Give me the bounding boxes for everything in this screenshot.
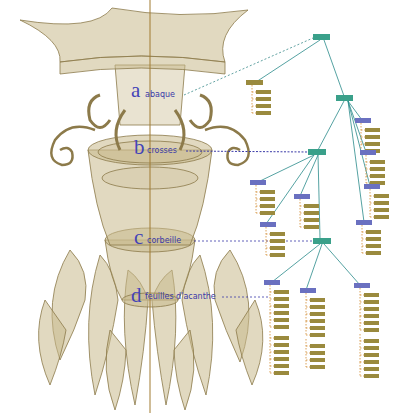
part-name: crosses: [147, 147, 177, 155]
callout-letter: a: [131, 80, 140, 101]
callout-letter: b: [134, 137, 145, 158]
part-name: abaque: [145, 91, 175, 99]
callout-letter: c: [134, 227, 143, 248]
part-name: feuilles d'acanthe: [145, 293, 216, 301]
callout-letter: d: [131, 285, 142, 306]
part-name: corbeille: [147, 237, 181, 245]
